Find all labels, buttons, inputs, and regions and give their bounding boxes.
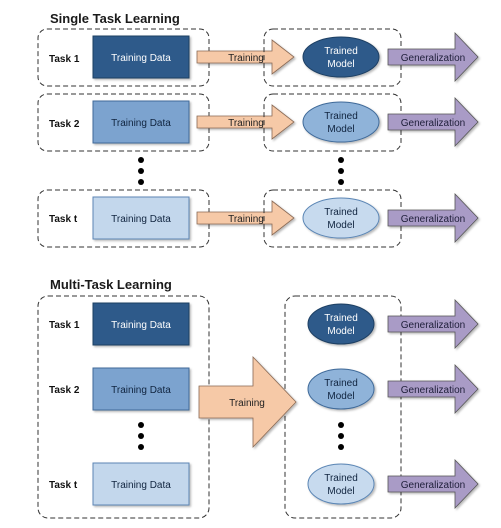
generalization-label: Generalization	[401, 53, 465, 64]
task-label: Task 1	[49, 54, 80, 65]
trained-model-line2: Model	[327, 124, 354, 135]
training-data-label: Training Data	[111, 118, 171, 129]
trained-model-node	[302, 36, 380, 78]
generalization-label: Generalization	[401, 385, 465, 396]
ellipsis-dots	[138, 157, 344, 185]
multi-row-1: Task 1 Training Data Trained Model Gener…	[49, 299, 479, 349]
shared-training-arrow	[198, 356, 297, 448]
single-row-2: Task 2 Training Data Training Trained Mo…	[37, 93, 479, 152]
trained-model-line1: Trained	[324, 111, 358, 122]
training-arrow-label: Training	[228, 53, 264, 64]
single-task-title: Single Task Learning	[50, 11, 180, 26]
task-label: Task t	[49, 214, 78, 225]
training-arrow-label: Training	[228, 214, 264, 225]
training-data-label: Training Data	[111, 320, 171, 331]
training-data-label: Training Data	[111, 53, 171, 64]
task-label: Task 1	[49, 320, 80, 331]
training-data-box	[92, 302, 190, 346]
generalization-label: Generalization	[401, 480, 465, 491]
task-label: Task 2	[49, 119, 80, 130]
ellipsis-dots	[138, 422, 344, 450]
trained-model-line1: Trained	[324, 46, 358, 57]
trained-model-line2: Model	[327, 391, 354, 402]
multi-model-container	[284, 295, 402, 519]
training-data-box	[92, 100, 190, 144]
training-data-label: Training Data	[111, 214, 171, 225]
trained-model-node	[302, 101, 380, 143]
multi-task-title: Multi-Task Learning	[50, 277, 172, 292]
generalization-label: Generalization	[401, 320, 465, 331]
generalization-label: Generalization	[401, 214, 465, 225]
generalization-arrow	[387, 193, 479, 243]
training-data-label: Training Data	[111, 385, 171, 396]
training-data-box	[92, 35, 190, 79]
trained-model-line2: Model	[327, 326, 354, 337]
training-data-box	[92, 462, 190, 506]
task-label: Task 2	[49, 385, 80, 396]
training-arrow	[196, 200, 295, 236]
single-row-1: Task 1 Training Data Training Trained Mo…	[37, 28, 479, 87]
generalization-arrow	[387, 364, 479, 414]
trained-model-node	[307, 303, 375, 345]
trained-model-line2: Model	[327, 486, 354, 497]
training-arrow	[196, 39, 295, 75]
trained-model-node	[302, 197, 380, 239]
training-data-box	[92, 196, 190, 240]
multi-row-3: Task t Training Data Trained Model Gener…	[49, 459, 479, 509]
generalization-arrow	[387, 459, 479, 509]
generalization-label: Generalization	[401, 118, 465, 129]
generalization-arrow	[387, 97, 479, 147]
trained-model-line2: Model	[327, 59, 354, 70]
trained-model-line2: Model	[327, 220, 354, 231]
trained-model-line1: Trained	[324, 207, 358, 218]
multi-row-2: Task 2 Training Data Trained Model Gener…	[49, 364, 479, 414]
task-label: Task t	[49, 480, 78, 491]
trained-model-line1: Trained	[324, 473, 358, 484]
trained-model-node	[307, 368, 375, 410]
shared-training-label: Training	[229, 398, 265, 409]
generalization-arrow	[387, 32, 479, 82]
training-data-label: Training Data	[111, 480, 171, 491]
trained-model-node	[307, 463, 375, 505]
generalization-arrow	[387, 299, 479, 349]
training-arrow	[196, 104, 295, 140]
trained-model-line1: Trained	[324, 378, 358, 389]
single-row-3: Task t Training Data Training Trained Mo…	[37, 189, 479, 248]
training-arrow-label: Training	[228, 118, 264, 129]
training-data-box	[92, 367, 190, 411]
trained-model-line1: Trained	[324, 313, 358, 324]
